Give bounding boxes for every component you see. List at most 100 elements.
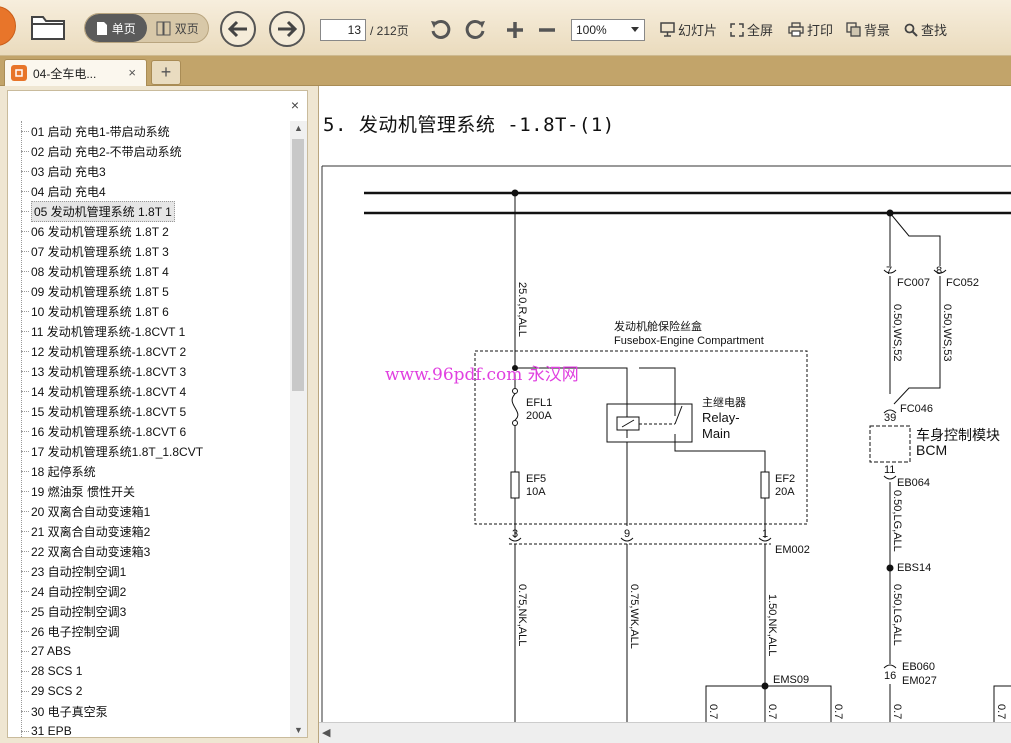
outline-item[interactable]: 16 发动机管理系统-1.8CVT 6: [8, 421, 292, 441]
print-label: 打印: [807, 23, 834, 38]
outline-item[interactable]: 11 发动机管理系统-1.8CVT 1: [8, 321, 292, 341]
outline-scrollbar[interactable]: ▲ ▼: [290, 121, 307, 737]
outline-item-label: 21 双离合自动变速箱2: [31, 524, 151, 539]
outline-item-label: 30 电子真空泵: [31, 704, 108, 719]
rotate-right-button[interactable]: [462, 17, 488, 43]
outline-item[interactable]: 30 电子真空泵: [8, 701, 292, 721]
outline-item[interactable]: 26 电子控制空调: [8, 621, 292, 641]
previous-page-button[interactable]: [220, 11, 256, 47]
outline-item[interactable]: 27 ABS: [8, 641, 292, 661]
next-page-button[interactable]: [269, 11, 305, 47]
fuse-ef2: [760, 471, 770, 499]
outline-item-label: 11 发动机管理系统-1.8CVT 1: [31, 324, 186, 339]
open-folder-button[interactable]: [28, 10, 68, 44]
outline-item[interactable]: 23 自动控制空调1: [8, 561, 292, 581]
outline-item-label: 27 ABS: [31, 644, 72, 658]
document-tab[interactable]: 04-全车电... ×: [4, 59, 147, 86]
outline-item[interactable]: 03 启动 充电3: [8, 161, 292, 181]
bcm-name-cn: 车身控制模块: [916, 427, 1000, 443]
double-page-button[interactable]: 双页: [147, 14, 209, 42]
zoom-select[interactable]: 100%: [571, 19, 645, 41]
relay-switch: [674, 405, 683, 425]
cut-wire-label: 0.7: [995, 704, 1007, 719]
outline-item[interactable]: 01 启动 充电1-带启动系统: [8, 121, 292, 141]
outline-item[interactable]: 20 双离合自动变速箱1: [8, 501, 292, 521]
outline-item[interactable]: 29 SCS 2: [8, 681, 292, 701]
close-tab-icon[interactable]: ×: [128, 65, 136, 80]
outline-item[interactable]: 24 自动控制空调2: [8, 581, 292, 601]
outline-item-label: 04 启动 充电4: [31, 184, 106, 199]
pin-label: 3: [512, 528, 518, 540]
scroll-up-icon[interactable]: ▲: [294, 123, 303, 133]
ef2-name: EF2: [775, 473, 795, 485]
outline-item[interactable]: 18 起停系统: [8, 461, 292, 481]
outline-item[interactable]: 22 双离合自动变速箱3: [8, 541, 292, 561]
outline-item[interactable]: 10 发动机管理系统 1.8T 6: [8, 301, 292, 321]
pin-label: 9: [624, 528, 630, 540]
outline-item-label: 18 起停系统: [31, 464, 96, 479]
connector-eb064-label: EB064: [897, 477, 930, 489]
print-button[interactable]: 打印: [788, 20, 833, 39]
connector-pin-mark: [883, 269, 947, 274]
outline-item[interactable]: 07 发动机管理系统 1.8T 3: [8, 241, 292, 261]
fullscreen-button[interactable]: 全屏: [730, 20, 773, 39]
outline-item[interactable]: 09 发动机管理系统 1.8T 5: [8, 281, 292, 301]
outline-item[interactable]: 08 发动机管理系统 1.8T 4: [8, 261, 292, 281]
outline-item[interactable]: 04 启动 充电4: [8, 181, 292, 201]
outline-item[interactable]: 02 启动 充电2-不带启动系统: [8, 141, 292, 161]
outline-scroll-thumb[interactable]: [292, 139, 304, 391]
zoom-out-button[interactable]: [535, 18, 559, 42]
zoom-in-button[interactable]: [503, 18, 527, 42]
wire: [515, 367, 628, 438]
new-tab-button[interactable]: +: [151, 60, 181, 85]
horizontal-scrollbar[interactable]: ◀: [319, 722, 1011, 743]
scroll-down-icon[interactable]: ▼: [294, 725, 303, 735]
outline-item[interactable]: 05 发动机管理系统 1.8T 1: [8, 200, 292, 222]
cut-wire-label: 0.7: [891, 704, 903, 719]
fullscreen-icon: [730, 22, 744, 37]
fuse-element: [511, 393, 519, 421]
connector-fc046-label: FC046: [900, 403, 933, 415]
wire: [514, 544, 766, 722]
pin-label: 1: [762, 528, 768, 540]
wire-label: 25.0,R,ALL: [516, 282, 528, 337]
outline-item-label: 23 自动控制空调1: [31, 564, 127, 579]
scroll-left-icon[interactable]: ◀: [322, 727, 331, 739]
slideshow-button[interactable]: 幻灯片: [660, 20, 717, 39]
outline-item[interactable]: 17 发动机管理系统1.8T_1.8CVT: [8, 441, 292, 461]
fusebox-name-cn: 发动机舱保险丝盒: [614, 319, 702, 333]
fusebox-outline: [474, 350, 808, 525]
outline-item[interactable]: 25 自动控制空调3: [8, 601, 292, 621]
close-sidebar-icon[interactable]: ×: [290, 97, 299, 113]
outline-item[interactable]: 12 发动机管理系统-1.8CVT 2: [8, 341, 292, 361]
outline-item-label: 02 启动 充电2-不带启动系统: [31, 144, 182, 159]
page-title: 5. 发动机管理系统 -1.8T-(1): [323, 114, 615, 136]
watermark-text: www.96pdf.com 永汉网: [385, 365, 579, 385]
efl1-name: EFL1: [526, 397, 552, 409]
outline-item[interactable]: 28 SCS 1: [8, 661, 292, 681]
outline-item-label: 26 电子控制空调: [31, 624, 120, 639]
find-button[interactable]: 查找: [904, 20, 947, 39]
outline-item-label: 19 燃油泵 惯性开关: [31, 484, 136, 499]
bcm-outline: [869, 425, 911, 463]
outline-item[interactable]: 21 双离合自动变速箱2: [8, 521, 292, 541]
outline-item[interactable]: 15 发动机管理系统-1.8CVT 5: [8, 401, 292, 421]
printer-icon: [788, 22, 804, 37]
double-page-icon: [156, 21, 171, 35]
outline-item-label: 24 自动控制空调2: [31, 584, 127, 599]
app-logo-icon[interactable]: [0, 6, 16, 46]
outline-item-label: 15 发动机管理系统-1.8CVT 5: [31, 404, 187, 419]
single-page-button[interactable]: 单页: [85, 14, 147, 42]
document-tab-label: 04-全车电...: [33, 66, 97, 81]
background-button[interactable]: 背景: [846, 20, 890, 39]
outline-item[interactable]: 14 发动机管理系统-1.8CVT 4: [8, 381, 292, 401]
wire: [889, 212, 941, 266]
outline-item-label: 31 EPB: [31, 724, 72, 737]
page-number-input[interactable]: 13: [320, 19, 366, 41]
outline-item[interactable]: 31 EPB: [8, 721, 292, 737]
outline-item[interactable]: 19 燃油泵 惯性开关: [8, 481, 292, 501]
bcm-name-en: BCM: [916, 442, 947, 458]
outline-item[interactable]: 06 发动机管理系统 1.8T 2: [8, 221, 292, 241]
rotate-left-button[interactable]: [428, 17, 454, 43]
outline-item[interactable]: 13 发动机管理系统-1.8CVT 3: [8, 361, 292, 381]
